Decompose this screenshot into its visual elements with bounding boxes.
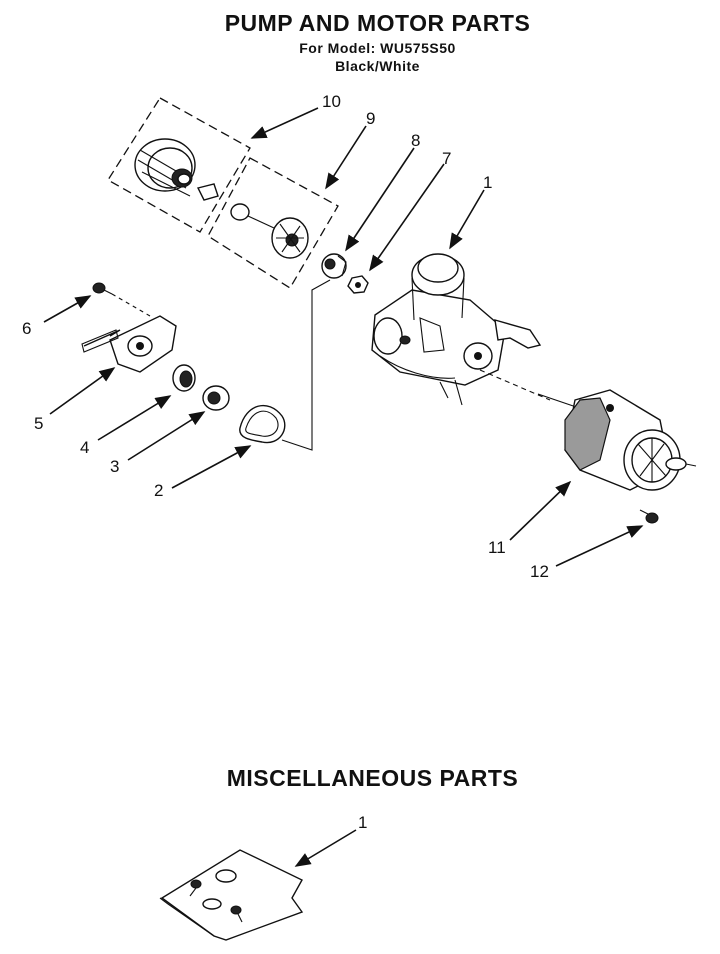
misc-section-title: MISCELLANEOUS PARTS [226, 765, 519, 791]
callout-1: 1 [483, 173, 492, 192]
part-5-cover [81, 315, 177, 373]
callout-10: 10 [322, 92, 341, 111]
callout-6: 6 [22, 319, 31, 338]
part-2-gasket [239, 404, 286, 444]
callout-leaders [43, 107, 644, 867]
callout-8: 8 [411, 131, 420, 150]
callout-7: 7 [442, 149, 451, 168]
page-title: PUMP AND MOTOR PARTS [224, 10, 531, 36]
part-1-pump-housing [371, 253, 542, 406]
part-10-seal-kit [107, 97, 251, 233]
callout-4: 4 [80, 438, 89, 457]
part-4-ring [172, 364, 196, 392]
model-line: For Model: WU575S50 [299, 40, 456, 56]
callout-5: 5 [34, 414, 43, 433]
callout-labels: 1 2 3 4 5 6 7 8 9 10 11 12 1 [22, 92, 549, 832]
part-12-screw [639, 509, 659, 524]
callout-misc-1: 1 [358, 813, 367, 832]
callout-2: 2 [154, 481, 163, 500]
callout-9: 9 [366, 109, 375, 128]
callout-11: 11 [488, 538, 506, 557]
part-8-fitting [321, 253, 347, 279]
color-line: Black/White [335, 58, 420, 74]
part-9-impeller-kit [207, 157, 339, 289]
part-3-seal [202, 385, 230, 411]
callout-12: 12 [530, 562, 549, 581]
callout-3: 3 [110, 457, 119, 476]
part-6-screw [92, 282, 151, 317]
part-7-nut [347, 275, 369, 294]
misc-part-1-hardware-bag [159, 849, 304, 941]
part-11-motor [537, 389, 697, 491]
